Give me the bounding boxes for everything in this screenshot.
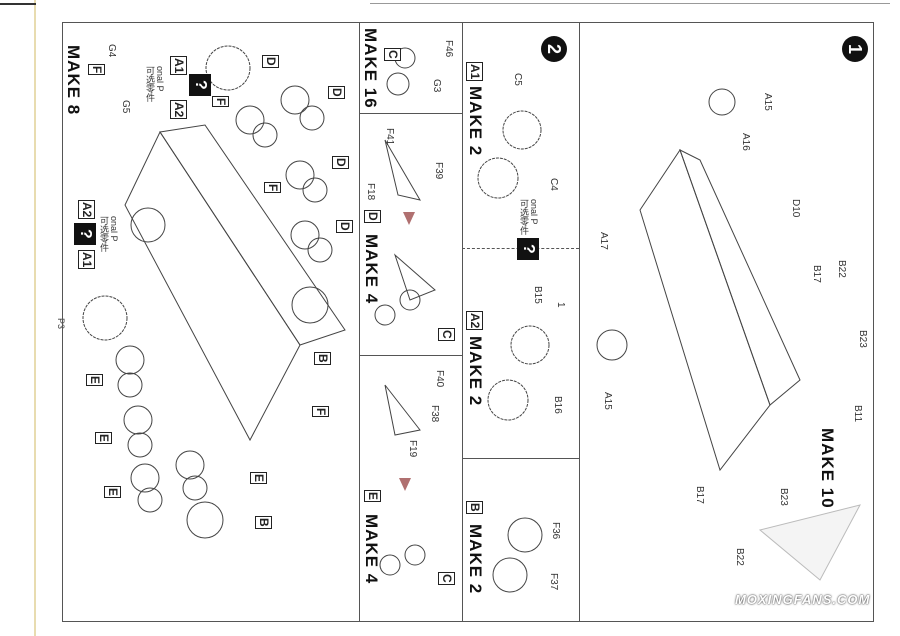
part-label: A15 [762, 93, 773, 111]
optional-part-text: onal P 可选零件 [145, 66, 165, 102]
page-number: P3 [56, 318, 66, 330]
part-label: F19 [407, 440, 418, 458]
make-8-label: MAKE 8 [64, 45, 83, 116]
part-label: G3 [431, 79, 442, 93]
wheel-drawing [130, 207, 166, 243]
make-2-label: MAKE 2 [466, 336, 485, 407]
part-box-f: F [88, 64, 105, 76]
part-box-e: E [104, 486, 121, 499]
optional-part-icon: ? [517, 238, 539, 260]
part-box-e: E [364, 490, 381, 503]
part-label: A17 [598, 232, 609, 250]
watermark: MOXINGFANS.COM [735, 592, 871, 607]
part-box-b: B [466, 501, 483, 514]
part-box-d: D [332, 156, 349, 169]
part-label: F37 [548, 573, 559, 591]
make-2-label: MAKE 2 [466, 86, 485, 157]
optional-part-icon: ? [189, 74, 211, 96]
divider [370, 3, 890, 4]
page-binding-strip [0, 0, 36, 636]
hull-side-drawing [639, 148, 771, 472]
part-box-c: C [438, 328, 455, 341]
hull-side-drawing [124, 130, 301, 442]
part-box-c: C [384, 48, 401, 61]
optional-part-text: onal P 可选零件 [519, 199, 539, 235]
part-box-e: E [250, 472, 267, 485]
divider [0, 3, 36, 5]
part-box-a1: A1 [170, 56, 187, 76]
part-label: B16 [552, 396, 563, 414]
part-label: B22 [734, 548, 745, 566]
make-4-label: MAKE 4 [362, 234, 381, 305]
roadwheel-pairs [115, 85, 333, 513]
part-label: A15 [602, 392, 613, 410]
hull-drawing [679, 148, 801, 406]
part-label: G4 [106, 44, 117, 58]
step-1-badge: 1 [842, 36, 868, 62]
part-label: F18 [365, 183, 376, 201]
idler-drawing [186, 501, 224, 539]
part-label: B11 [852, 405, 863, 423]
part-box-a2: A2 [78, 200, 95, 220]
part-box-a1: A1 [78, 250, 95, 270]
optional-part-icon: ? [74, 223, 96, 245]
divider [359, 22, 360, 622]
part-label: A16 [740, 133, 751, 151]
divider [359, 355, 462, 356]
idler-drawing [291, 286, 329, 324]
part-box-a2: A2 [170, 100, 187, 120]
part-box-a1: A1 [466, 62, 483, 82]
make-2-label: MAKE 2 [466, 524, 485, 595]
part-box-a2: A2 [466, 311, 483, 331]
divider [462, 458, 579, 459]
part-label: B15 [532, 286, 543, 304]
part-label: G5 [120, 100, 131, 114]
part-label: F38 [429, 405, 440, 423]
divider [359, 113, 462, 114]
part-label: D10 [790, 199, 801, 218]
part-box-d: D [336, 220, 353, 233]
hull-drawing [159, 124, 346, 346]
part-label: F39 [433, 162, 444, 180]
part-label: F40 [434, 370, 445, 388]
arrow-down [403, 212, 415, 225]
part-label: C4 [548, 178, 559, 191]
instruction-frame [62, 22, 874, 622]
part-box-e: E [95, 432, 112, 445]
part-label: 1 [555, 302, 566, 308]
part-label: B23 [857, 330, 868, 348]
part-box-d: D [262, 55, 279, 68]
part-label: B17 [811, 265, 822, 283]
part-box-b: B [314, 352, 331, 365]
part-label: B17 [694, 486, 705, 504]
step-2-badge: 2 [541, 36, 567, 62]
optional-part-text: onal P 可选零件 [99, 216, 119, 252]
part-box-e: E [86, 374, 103, 387]
divider [579, 22, 580, 622]
part-label: C5 [512, 73, 523, 86]
part-box-c: C [438, 572, 455, 585]
make-4-label: MAKE 4 [362, 514, 381, 585]
part-box-f: F [312, 406, 329, 418]
sprocket-drawing [205, 45, 251, 91]
make-16-label: MAKE 16 [361, 28, 380, 109]
arrow-down [399, 478, 411, 491]
divider [462, 22, 463, 622]
sprocket-drawing [82, 295, 128, 341]
part-label: B22 [836, 260, 847, 278]
part-box-f: F [264, 182, 281, 194]
make-10-label: MAKE 10 [818, 428, 837, 509]
part-box-b: B [255, 516, 272, 529]
part-label: B23 [778, 488, 789, 506]
part-label: F36 [550, 522, 561, 540]
part-box-d: D [328, 86, 345, 99]
part-label: F41 [384, 128, 395, 146]
part-box-d: D [364, 210, 381, 223]
part-label: F46 [443, 40, 454, 58]
part-box-f: F [212, 96, 229, 108]
